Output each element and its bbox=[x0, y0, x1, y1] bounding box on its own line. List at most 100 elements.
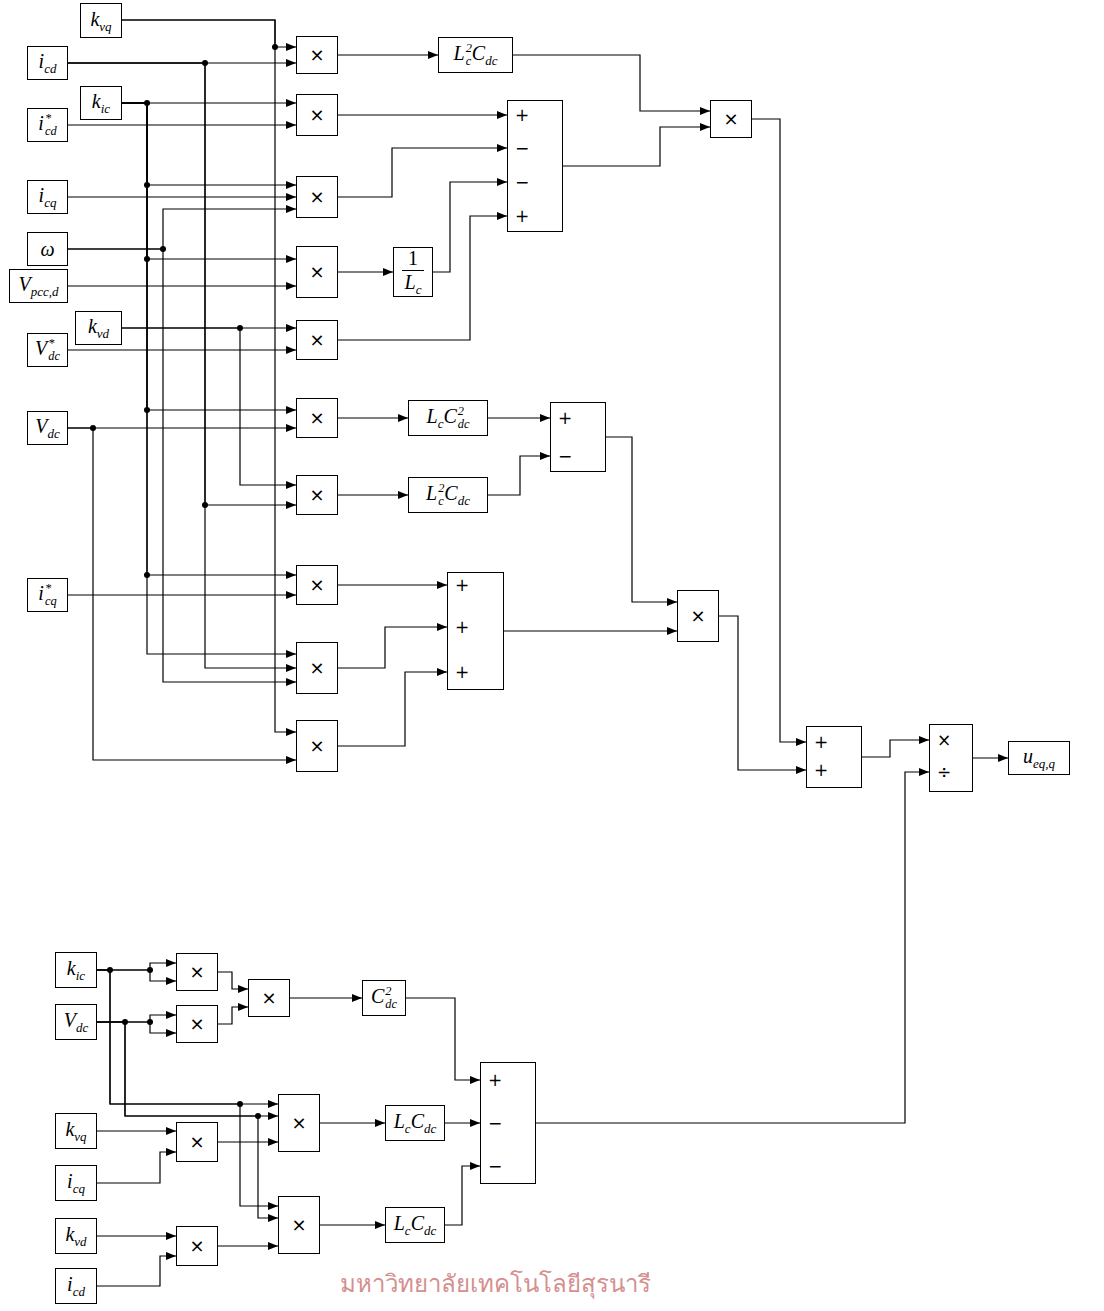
sign-label: − bbox=[488, 1112, 502, 1134]
operator-symbol: × bbox=[309, 408, 324, 428]
subscript: cq bbox=[73, 1181, 85, 1196]
subscript: dc bbox=[424, 1121, 436, 1136]
multiply-block: × bbox=[710, 100, 752, 138]
math-symbol: C bbox=[443, 405, 456, 427]
block-label: icd bbox=[67, 1273, 85, 1299]
signal-wire bbox=[338, 54, 438, 55]
signal-block: kvq bbox=[55, 1113, 97, 1149]
signal-wire bbox=[606, 437, 677, 602]
gain-block: Lc2Cdc bbox=[408, 477, 488, 513]
index-stack: dc* bbox=[48, 337, 60, 363]
signal-line bbox=[122, 103, 296, 259]
math-symbol: V bbox=[35, 337, 47, 359]
signal-wire bbox=[97, 1130, 176, 1131]
math-symbol: i bbox=[38, 582, 44, 604]
signal-wire bbox=[320, 1224, 385, 1225]
subscript: dc bbox=[424, 1223, 436, 1238]
signal-line bbox=[338, 216, 507, 340]
signal-line bbox=[68, 350, 296, 351]
math-symbol: L bbox=[426, 482, 437, 504]
signal-wire bbox=[338, 417, 408, 418]
signal-block: ω bbox=[27, 232, 68, 266]
operator-symbol: × bbox=[309, 658, 324, 678]
signal-line bbox=[338, 627, 447, 668]
signal-wire bbox=[488, 417, 550, 418]
signal-line bbox=[338, 55, 438, 56]
multiply-block: × bbox=[248, 979, 290, 1017]
signal-wire bbox=[445, 1166, 480, 1225]
math-symbol: C bbox=[411, 1212, 424, 1234]
signal-block: icq bbox=[27, 180, 68, 214]
signal-line bbox=[68, 595, 296, 596]
superscript: * bbox=[45, 582, 57, 595]
math-symbol: V bbox=[64, 1009, 76, 1031]
signal-line bbox=[445, 1123, 480, 1124]
signal-line bbox=[338, 585, 447, 586]
subscript: cq bbox=[44, 195, 56, 210]
math-symbol: C bbox=[444, 482, 457, 504]
sign-label: + bbox=[558, 407, 572, 429]
operator-symbol: × bbox=[189, 1014, 204, 1034]
signal-wire bbox=[445, 1122, 480, 1123]
index-stack: cd* bbox=[45, 112, 57, 138]
sign-label: + bbox=[488, 1069, 502, 1091]
subscript: c bbox=[405, 1223, 411, 1238]
index-stack: c2 bbox=[466, 42, 472, 68]
signal-wire bbox=[122, 103, 296, 410]
signal-block: icd bbox=[27, 46, 68, 80]
signal-line bbox=[320, 1123, 385, 1124]
signal-line bbox=[338, 495, 408, 496]
subscript: dc bbox=[458, 492, 470, 507]
multiply-block: × bbox=[677, 590, 719, 642]
signal-wire bbox=[68, 428, 296, 760]
sum-block: +− bbox=[550, 402, 606, 472]
signal-wire bbox=[97, 970, 176, 981]
signal-line bbox=[97, 1131, 176, 1132]
block-label: LcCdc bbox=[394, 1110, 437, 1136]
gain-block: LcCdc bbox=[385, 1105, 445, 1141]
block-label: Cdc2 bbox=[371, 985, 397, 1011]
math-symbol: L bbox=[405, 271, 416, 293]
signal-wire bbox=[563, 127, 710, 166]
index-stack: dc2 bbox=[458, 405, 470, 431]
subscript: dc bbox=[385, 998, 397, 1011]
subscript: c bbox=[466, 55, 472, 68]
operator-symbol: × bbox=[261, 988, 276, 1008]
sum-block: +−− bbox=[480, 1062, 536, 1184]
block-label: Lc2Cdc bbox=[454, 42, 498, 68]
signal-block: Vpcc,d bbox=[9, 269, 68, 303]
signal-line bbox=[97, 1022, 278, 1218]
signal-wire bbox=[752, 119, 806, 742]
block-label: Vdc bbox=[64, 1009, 89, 1035]
multiply-block: × bbox=[296, 320, 338, 360]
block-label: kvd bbox=[65, 1223, 86, 1249]
signal-wire bbox=[97, 1022, 278, 1218]
index-stack: c2 bbox=[438, 482, 444, 508]
signal-wire bbox=[338, 216, 507, 340]
multiply-block: × bbox=[296, 565, 338, 605]
operator-symbol: × bbox=[189, 1236, 204, 1256]
signal-wire bbox=[320, 1122, 385, 1123]
signal-wire bbox=[97, 963, 176, 970]
sign-label: − bbox=[515, 171, 529, 193]
math-symbol: V bbox=[18, 273, 30, 295]
signal-wire bbox=[338, 271, 393, 272]
index-stack: dc2 bbox=[385, 985, 397, 1011]
subscript: dc bbox=[76, 1020, 88, 1035]
operator-symbol: × bbox=[291, 1215, 306, 1235]
signal-line bbox=[122, 328, 296, 485]
subscript: ic bbox=[76, 968, 85, 983]
sign-label: ÷ bbox=[937, 761, 951, 783]
signal-wire bbox=[218, 1007, 248, 1024]
math-symbol: L bbox=[454, 42, 465, 64]
signal-wire bbox=[68, 63, 296, 505]
signal-block: icq* bbox=[27, 578, 68, 612]
operator-symbol: × bbox=[291, 1113, 306, 1133]
sign-label: + bbox=[455, 661, 469, 683]
signal-line bbox=[338, 272, 393, 273]
block-label: kvd bbox=[88, 315, 109, 341]
block-label: kic bbox=[67, 957, 85, 983]
signal-line bbox=[97, 1256, 176, 1286]
signal-line bbox=[97, 963, 176, 981]
